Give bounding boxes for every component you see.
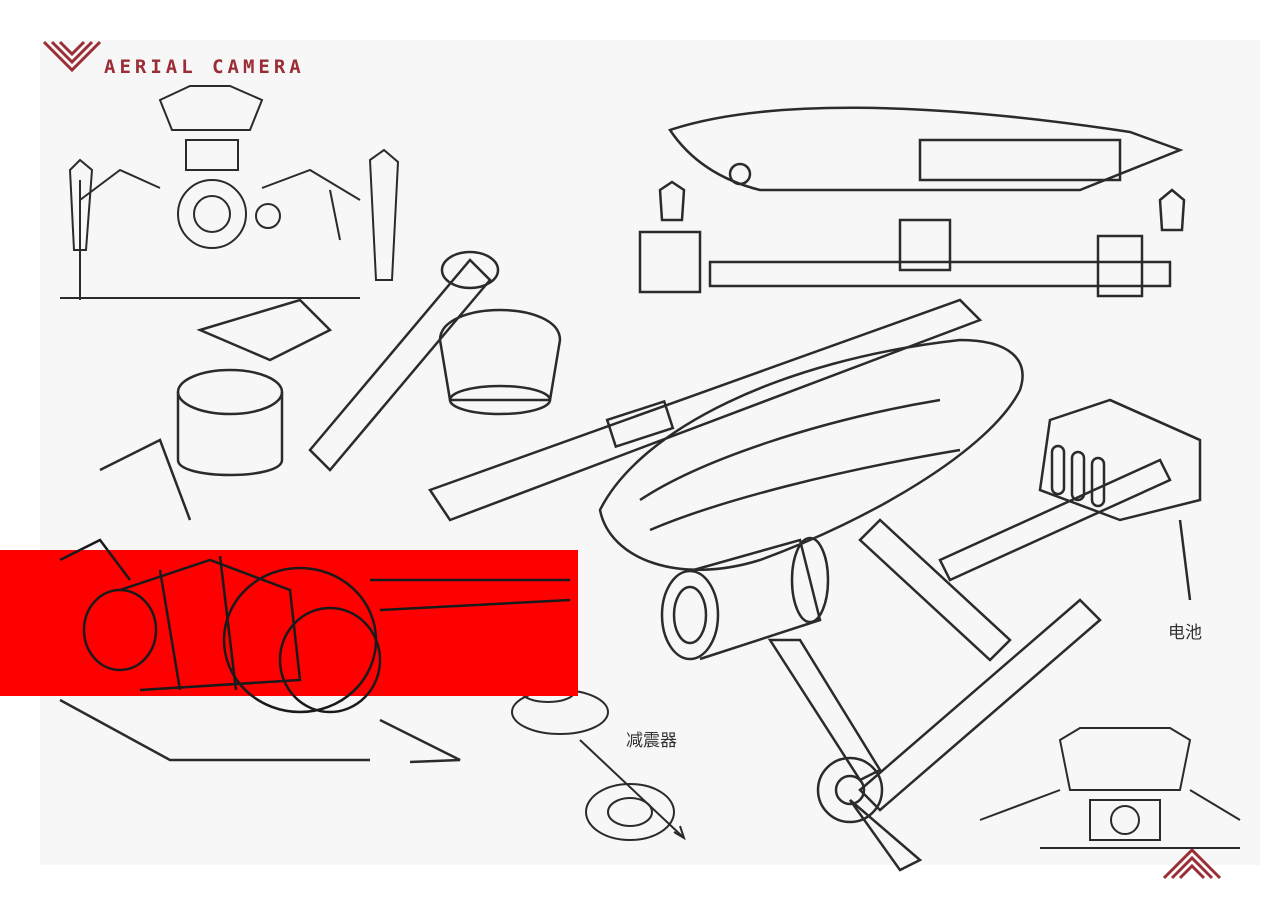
chevron-up-logo-icon — [1162, 847, 1222, 880]
gimbal-sketch — [59, 298, 461, 764]
red-highlight-band — [0, 550, 578, 696]
rear-view-drone-sketch — [979, 727, 1241, 849]
battery-annotation: 电池 — [1168, 623, 1202, 643]
page-title: AERIAL CAMERA — [104, 56, 305, 78]
front-view-drone-sketch — [60, 85, 400, 300]
camera-cylinder-sketch — [59, 538, 571, 714]
chevron-logo-icon — [42, 40, 102, 73]
main-drone-sketch — [308, 106, 1202, 872]
damper-sketch — [511, 681, 686, 841]
damper-annotation: 减震器 — [626, 731, 677, 751]
paper-sheet — [40, 40, 1260, 865]
